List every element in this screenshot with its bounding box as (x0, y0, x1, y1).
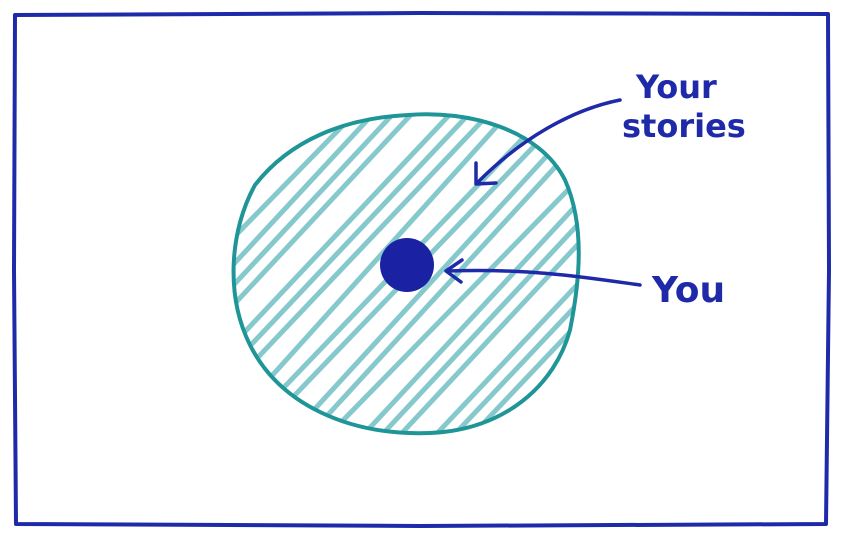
stories-label-line2: stories (622, 107, 746, 145)
hatch-stroke (233, 114, 313, 434)
hatch-stroke (724, 115, 842, 454)
hatch-stroke (457, 114, 579, 434)
you-dot (380, 238, 434, 292)
stories-arrow-icon (474, 98, 622, 186)
hatch-stroke (265, 114, 579, 434)
hatch-stroke (233, 114, 471, 434)
stories-label-line1: Your (635, 68, 717, 106)
hatch-stroke (481, 114, 579, 434)
hatch-stroke (233, 114, 327, 434)
hatch-stroke (233, 114, 505, 434)
hatch-stroke (233, 114, 361, 434)
outer-frame (12, 11, 831, 528)
hatch-stroke (233, 114, 423, 434)
your-stories-circle (231, 112, 581, 436)
hatch-stroke (233, 114, 457, 434)
hatch-stroke (361, 114, 579, 434)
hatch-stroke (233, 114, 409, 434)
hatch-stroke (772, 105, 842, 460)
hatch-stroke (289, 114, 579, 434)
hatch-stroke (385, 114, 579, 434)
you-label: You (651, 270, 725, 311)
hatch-stroke (233, 114, 375, 434)
hatch-stroke (337, 114, 579, 434)
hatch-stroke (313, 114, 579, 434)
hatch-stroke (796, 110, 842, 454)
hatch-stroke (820, 115, 842, 448)
you-arrow-icon (444, 258, 642, 287)
hatch-stroke (433, 114, 579, 434)
